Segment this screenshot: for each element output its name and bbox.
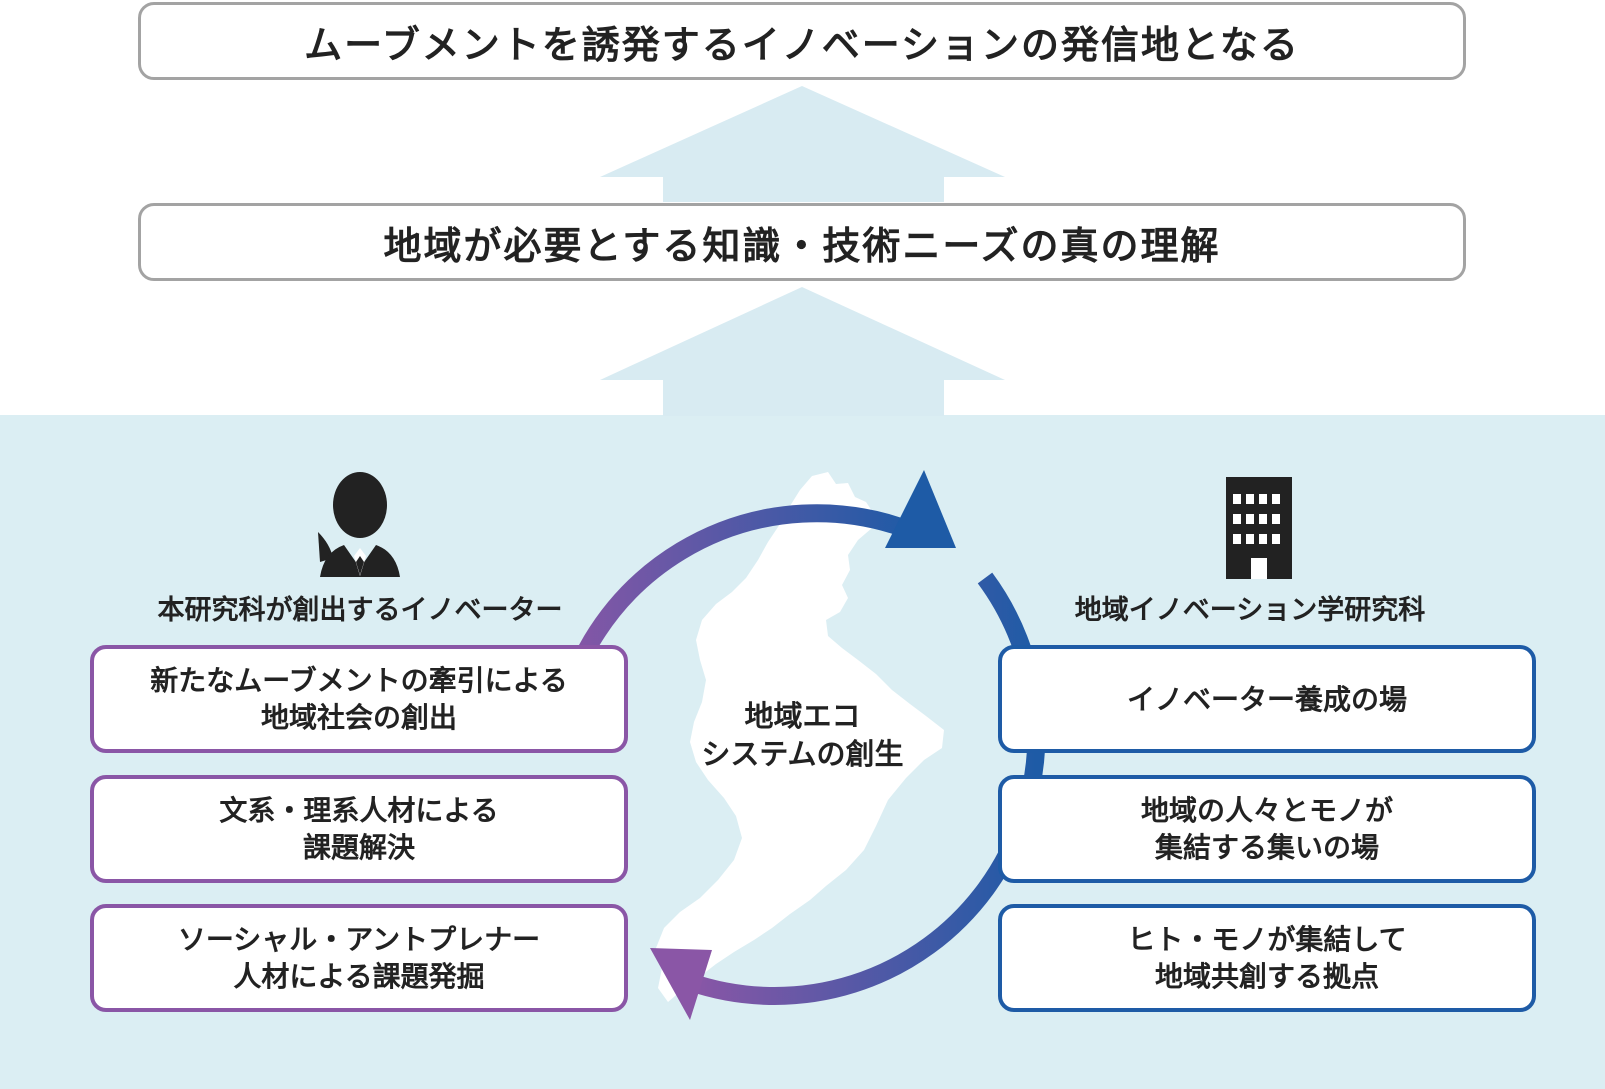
ecosystem-label: 地域エコ システムの創生 [701,699,904,771]
businessperson-icon [318,472,400,577]
left-section-title: 本研究科が創出するイノベーター [157,595,563,626]
region-map-silhouette [656,472,944,1002]
school-card-hub: ヒト・モノが集結して 地域共創する拠点 [998,904,1536,1012]
understanding-box: 地域が必要とする知識・技術ニーズの真の理解 [138,203,1466,281]
upward-arrow-upper [600,86,1005,202]
school-card-gathering: 地域の人々とモノが 集結する集いの場 [998,775,1536,883]
cycle-arrow-bottom-head [650,948,712,1020]
innovator-card-movement: 新たなムーブメントの牽引による 地域社会の創出 [90,645,628,753]
school-card-training: イノベーター養成の場 [998,645,1536,753]
upward-arrow-lower [600,287,1005,416]
cycle-arrow-top-head [885,470,956,548]
innovator-card-problem-solving: 文系・理系人材による 課題解決 [90,775,628,883]
right-section-title: 地域イノベーション学研究科 [1074,595,1426,626]
goal-box: ムーブメントを誘発するイノベーションの発信地となる [138,2,1466,80]
innovator-card-social-entrepreneur: ソーシャル・アントプレナー 人材による課題発掘 [90,904,628,1012]
building-icon [1226,477,1292,579]
